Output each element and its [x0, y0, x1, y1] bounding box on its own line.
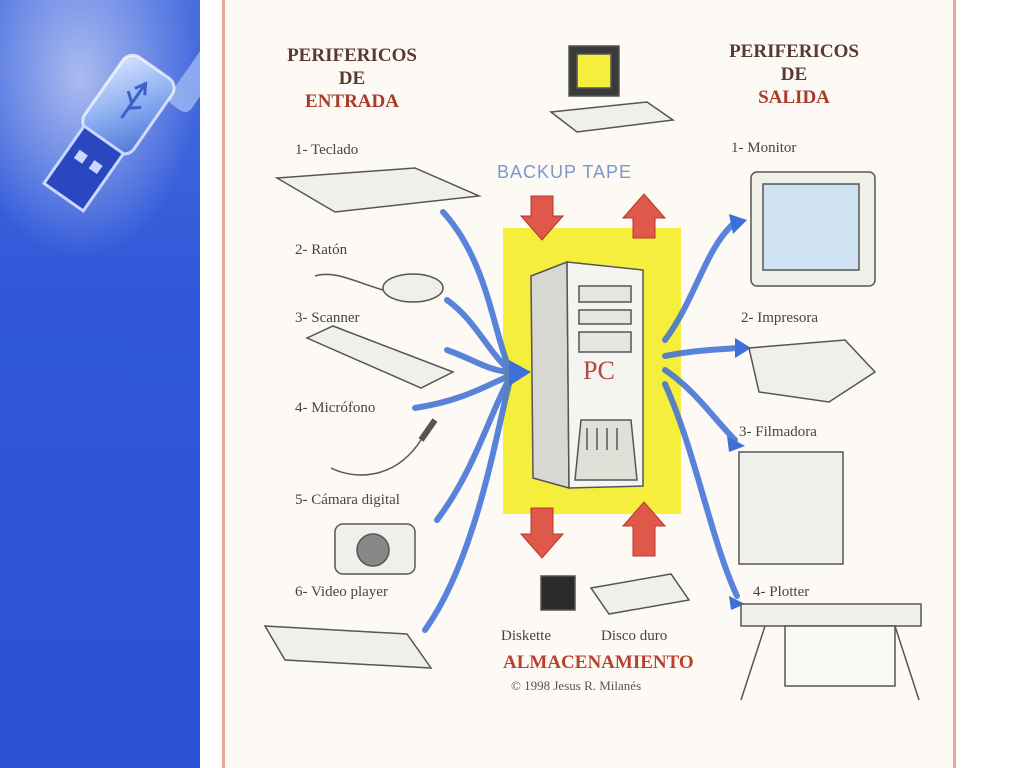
output-arrows	[662, 221, 740, 599]
microphone-icon	[418, 418, 438, 442]
backup-tape-label: BACKUP TAPE	[497, 162, 633, 182]
storage-arrows	[519, 193, 667, 559]
input-arrows	[412, 209, 512, 633]
input-device-label: 1- Teclado	[295, 142, 359, 158]
output-device-label: 1- Monitor	[731, 140, 797, 156]
output-device-label: 2- Impresora	[741, 310, 819, 326]
input-arrow-head	[509, 360, 531, 386]
backup-tape-icon	[549, 45, 676, 133]
keyboard-icon	[274, 167, 482, 213]
pc-label: PC	[583, 356, 615, 385]
input-heading: PERIFERICOS DE ENTRADA	[287, 45, 417, 112]
input-device-label: 5- Cámara digital	[295, 492, 400, 508]
storage-title: ALMACENAMIENTO	[503, 652, 694, 673]
output-heading: PERIFERICOS DE SALIDA	[729, 41, 859, 108]
pc-tower-icon	[530, 260, 644, 489]
hard-disk-icon	[589, 573, 691, 615]
plotter-icon	[740, 603, 922, 627]
output-device-label: 4- Plotter	[753, 584, 810, 600]
scanner-icon	[305, 325, 455, 389]
storage-icons	[540, 573, 691, 615]
filmmaker-icon	[738, 451, 844, 565]
hard-disk-label: Disco duro	[601, 628, 668, 644]
mouse-icon	[382, 273, 444, 303]
output-device-label: 3- Filmadora	[739, 424, 817, 440]
input-device-label: 6- Video player	[295, 584, 388, 600]
usb-connector-icon	[41, 37, 200, 214]
input-device-label: 2- Ratón	[295, 242, 348, 258]
video-player-icon	[263, 625, 433, 669]
diskette-icon	[540, 575, 576, 611]
output-arrow-heads	[727, 214, 751, 610]
input-device-label: 4- Micrófono	[295, 400, 376, 416]
diagram-graphics	[263, 45, 922, 701]
peripherals-diagram: PERIFERICOS DE ENTRADA PERIFERICOS DE SA…	[222, 0, 956, 768]
diskette-label: Diskette	[501, 628, 551, 644]
input-device-label: 3- Scanner	[295, 310, 360, 326]
copyright-note: © 1998 Jesus R. Milanés	[511, 678, 642, 693]
printer-icon	[748, 339, 877, 403]
